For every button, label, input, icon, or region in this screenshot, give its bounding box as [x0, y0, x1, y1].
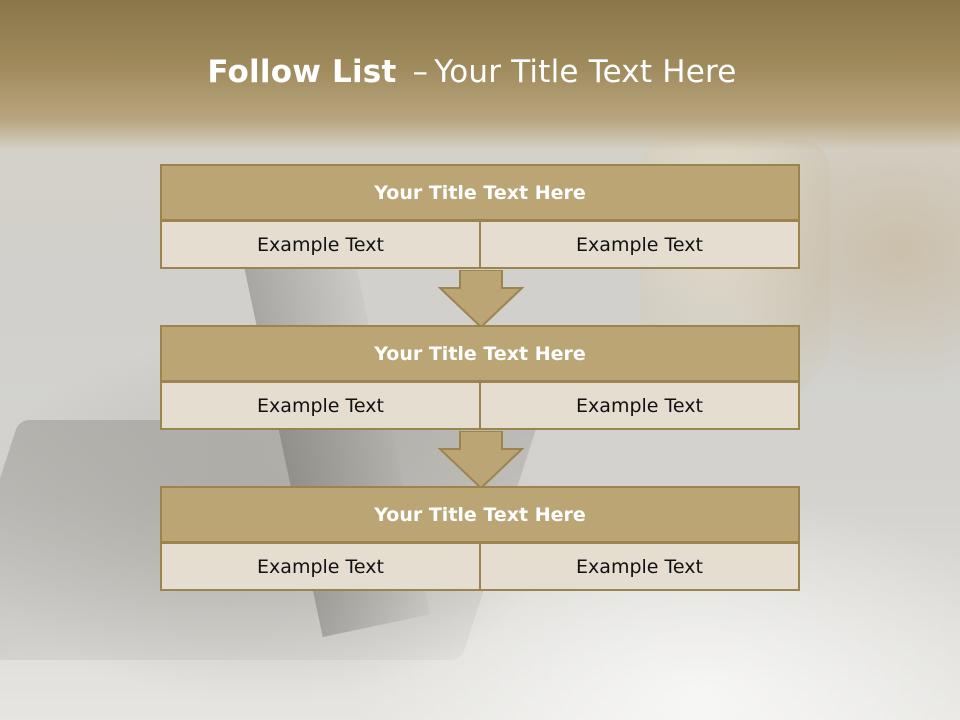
- title-separator: –: [412, 54, 429, 90]
- block-title: Your Title Text Here: [160, 325, 800, 382]
- block-row: Example Text Example Text: [160, 381, 800, 430]
- block-cell-right: Example Text: [481, 381, 800, 430]
- block-cell-left: Example Text: [160, 381, 481, 430]
- block-cell-left: Example Text: [160, 220, 481, 269]
- list-block-2: Your Title Text Here Example Text Exampl…: [160, 325, 800, 430]
- list-block-1: Your Title Text Here Example Text Exampl…: [160, 164, 800, 269]
- header-band: [0, 0, 960, 150]
- block-row: Example Text Example Text: [160, 220, 800, 269]
- block-title: Your Title Text Here: [160, 164, 800, 221]
- list-block-3: Your Title Text Here Example Text Exampl…: [160, 486, 800, 591]
- block-cell-right: Example Text: [481, 542, 800, 591]
- block-title: Your Title Text Here: [160, 486, 800, 543]
- down-arrow-icon: [438, 431, 524, 489]
- block-row: Example Text Example Text: [160, 542, 800, 591]
- down-arrow-icon: [438, 270, 524, 328]
- title-bold: Follow List: [207, 54, 397, 90]
- block-cell-right: Example Text: [481, 220, 800, 269]
- block-cell-left: Example Text: [160, 542, 481, 591]
- slide-title: Follow List–Your Title Text Here: [0, 54, 944, 90]
- title-rest: Your Title Text Here: [434, 54, 737, 90]
